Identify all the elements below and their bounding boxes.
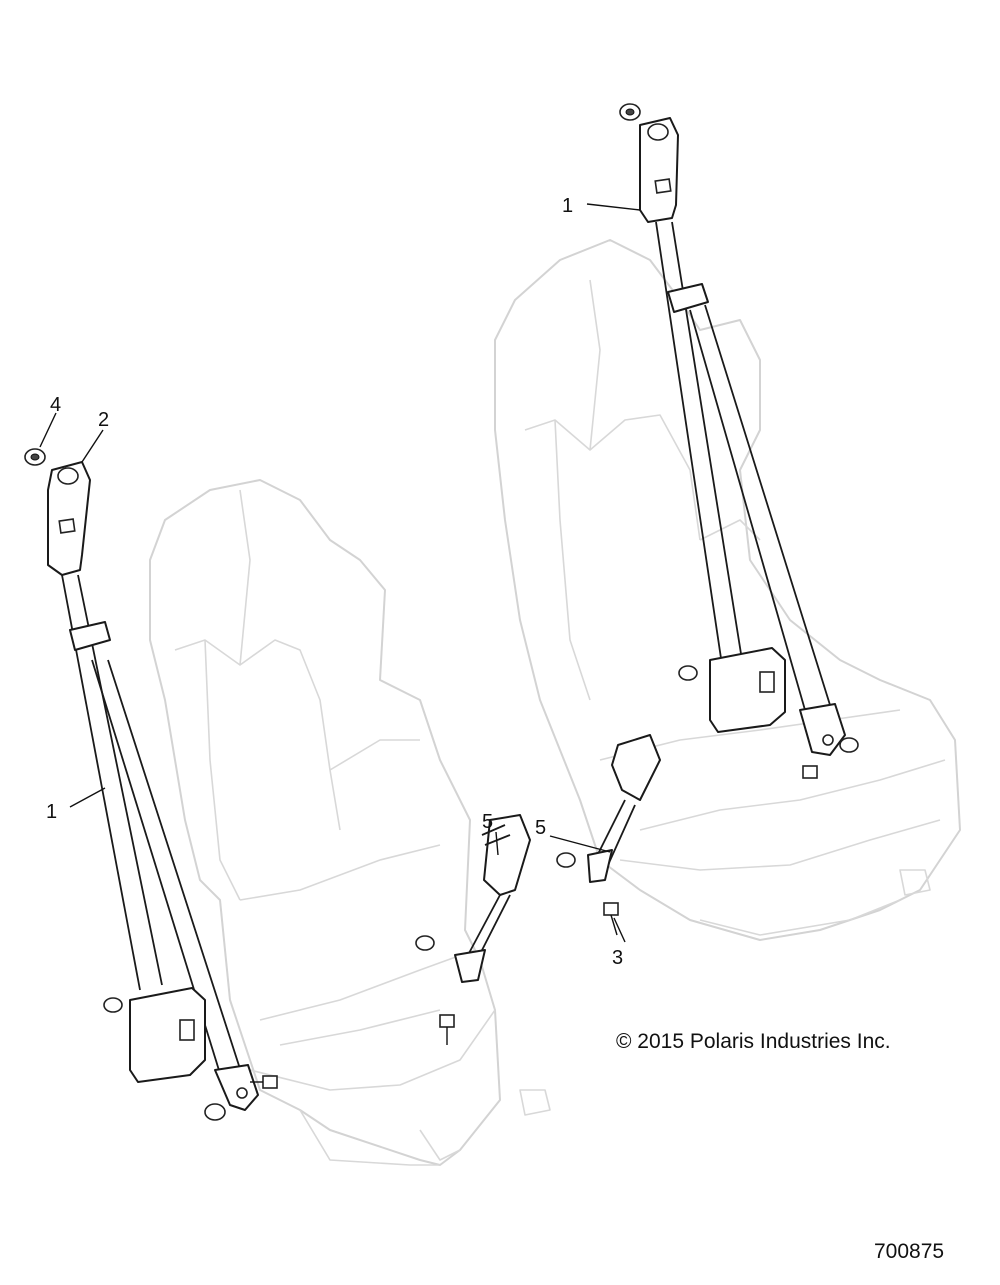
right-upper-guide — [639, 117, 679, 223]
callout-5-left: 1 — [46, 801, 57, 823]
nut-icon — [24, 448, 46, 466]
center-buckle — [483, 814, 531, 896]
center-buckle-stalk-end — [454, 949, 486, 983]
left-seat — [149, 479, 551, 1166]
copyright-notice: © 2015 Polaris Industries Inc. — [616, 1030, 891, 1053]
callout-2: 2 — [98, 409, 109, 431]
right-belt-assembly — [587, 117, 846, 883]
center-buckle-assembly — [454, 814, 531, 983]
callout-5-center: 5 — [482, 811, 493, 833]
right-height-adjuster — [667, 283, 709, 313]
bolt-icon — [603, 902, 619, 936]
right-anchor-plate — [799, 703, 846, 756]
left-retractor — [129, 987, 206, 1083]
right-retractor — [709, 647, 786, 733]
left-belt-assembly — [47, 461, 259, 1111]
bolt-icon — [439, 1014, 455, 1045]
nut-icon — [556, 852, 576, 868]
nut-icon — [415, 935, 435, 951]
left-anchor-plate — [214, 1064, 259, 1111]
left-upper-guide — [47, 461, 91, 576]
right-buckle — [611, 734, 661, 801]
callout-1-upper: 1 — [562, 195, 573, 217]
callouts: 1 2 3 4 5 1 5 — [39, 195, 641, 969]
nut-icon — [839, 737, 859, 753]
bolt-icon — [802, 765, 818, 779]
callout-3: 3 — [612, 947, 623, 969]
callout-4: 4 — [50, 394, 61, 416]
callout-1-lower: 5 — [535, 817, 546, 839]
right-buckle-stalk-end — [587, 849, 613, 883]
left-height-adjuster — [69, 621, 111, 651]
nut-icon — [619, 103, 641, 121]
figure-number: 700875 — [874, 1240, 945, 1263]
nut-icon — [678, 665, 698, 681]
right-seat — [494, 239, 961, 941]
bolt-icon — [250, 1075, 278, 1089]
nut-icon — [204, 1103, 226, 1121]
hardware — [24, 103, 859, 1121]
nut-icon — [103, 997, 123, 1013]
